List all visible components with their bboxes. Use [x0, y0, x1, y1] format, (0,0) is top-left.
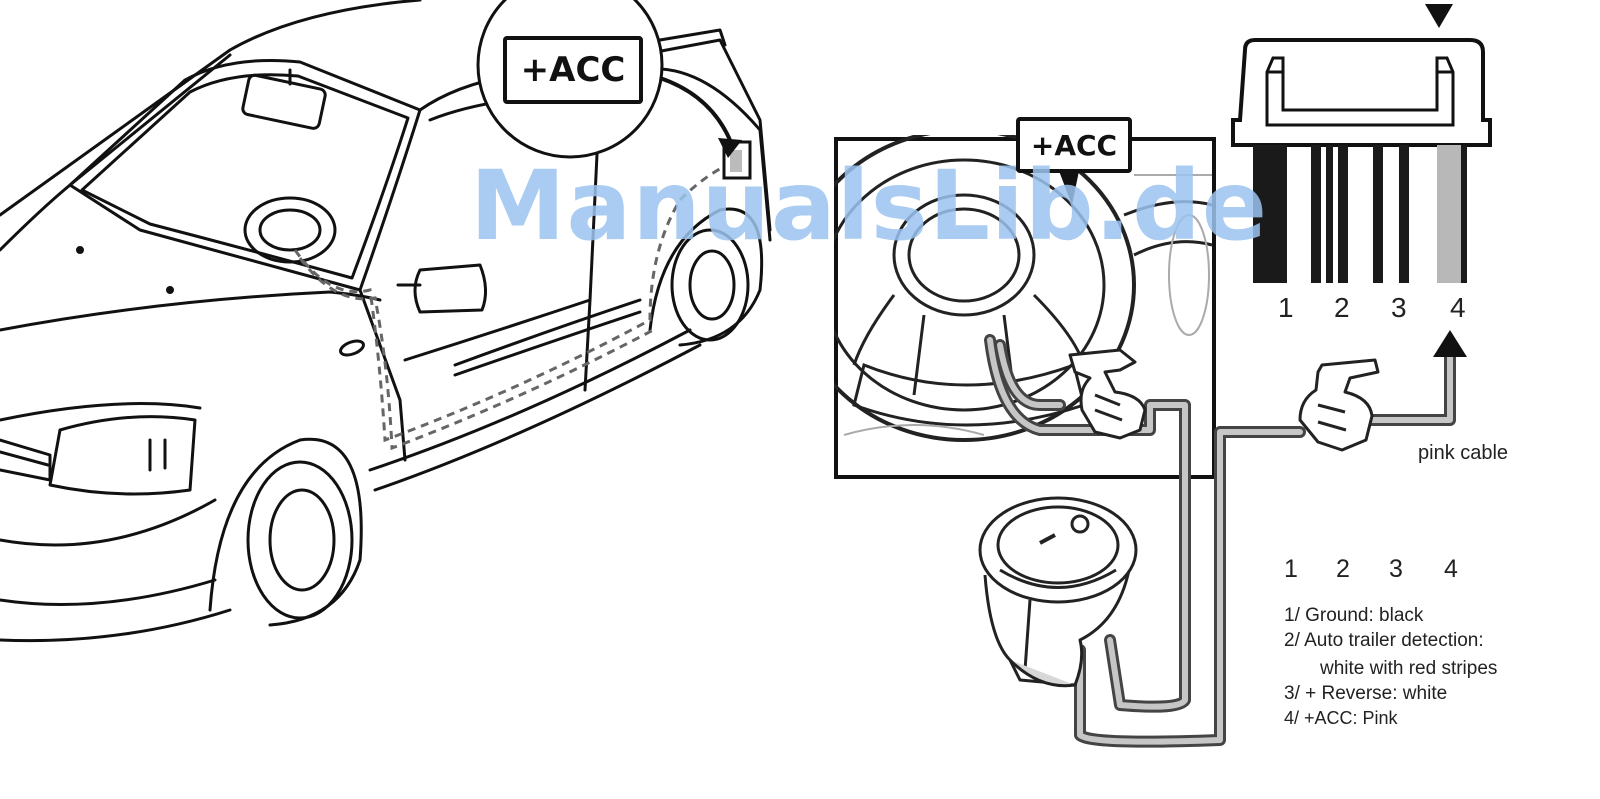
watermark: ManualsLib.de: [470, 150, 1268, 262]
legend-pin-4: 4: [1444, 555, 1458, 583]
connector-pin-3: 3: [1391, 292, 1407, 323]
acc-badge-car: +ACC: [503, 36, 643, 104]
pink-cable-label: pink cable: [1418, 442, 1509, 464]
down-arrow-icon: [1425, 4, 1453, 28]
connector-pin-4: 4: [1450, 292, 1466, 323]
legend-pin-3: 3: [1389, 555, 1403, 583]
connector-pin-1: 1: [1278, 292, 1294, 323]
legend-pin-1: 1: [1284, 555, 1298, 583]
acc-badge-dash: +ACC: [1016, 117, 1132, 173]
legend-line-3: white with red stripes: [1320, 658, 1498, 679]
legend-line-1: 1/ Ground: black: [1284, 605, 1424, 626]
connector-pin-2: 2: [1334, 292, 1350, 323]
legend-line-2: 2/ Auto trailer detection:: [1284, 630, 1484, 651]
legend-line-5: 4/ +ACC: Pink: [1284, 708, 1398, 728]
connector-plug: [1231, 4, 1492, 283]
legend-line-4: 3/ + Reverse: white: [1284, 683, 1448, 704]
legend-pin-2: 2: [1336, 555, 1350, 583]
